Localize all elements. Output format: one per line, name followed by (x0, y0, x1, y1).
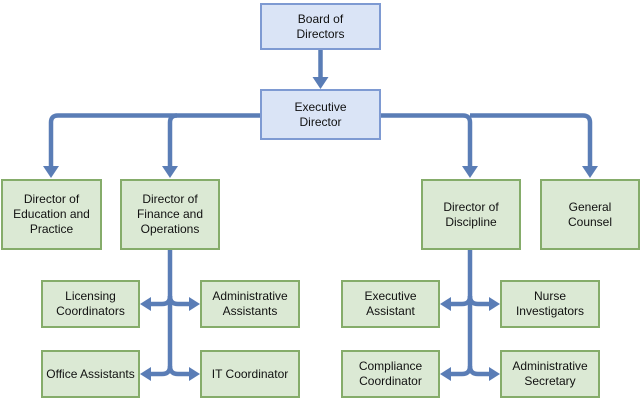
connector-line (167, 365, 189, 377)
arrowhead-left-icon (440, 367, 451, 381)
arrowhead-left-icon (140, 297, 151, 311)
connector-discipline-to-compliance (440, 365, 473, 381)
node-label: Executive Director (294, 99, 347, 129)
node-office-assistants: Office Assistants (41, 350, 140, 398)
arrowhead-right-icon (489, 367, 500, 381)
connector-line (451, 295, 473, 307)
node-label: Director of Education and Practice (13, 192, 90, 236)
node-label: Director of Finance and Operations (136, 192, 204, 236)
connector-discipline-to-executive-assistant (440, 295, 473, 311)
node-it-coordinator: IT Coordinator (200, 350, 300, 398)
connector-board-to-executive (312, 50, 329, 89)
connector-line (151, 365, 173, 377)
connector-line (451, 365, 473, 377)
connector-line (167, 113, 178, 167)
arrowhead-left-icon (140, 367, 151, 381)
connector-executive-to-general-counsel (470, 113, 598, 178)
node-licensing-coordinators: Licensing Coordinators (41, 280, 140, 328)
node-label: Licensing Coordinators (56, 289, 125, 318)
connector-executive-to-discipline (380, 113, 478, 178)
node-administrative-assistants: Administrative Assistants (200, 280, 300, 328)
node-nurse-investigators: Nurse Investigators (500, 280, 600, 328)
node-label: Administrative Secretary (512, 359, 588, 388)
connector-executive-to-education (43, 113, 261, 178)
node-board-of-directors: Board of Directors (260, 3, 381, 50)
connector-discipline-to-nurse-investigators (467, 295, 500, 311)
node-administrative-secretary: Administrative Secretary (500, 350, 600, 398)
arrowhead-down-icon (312, 77, 329, 89)
node-executive-assistant: Executive Assistant (341, 280, 440, 328)
node-director-finance-operations: Director of Finance and Operations (120, 179, 220, 250)
connector-line (467, 365, 489, 377)
node-label: Board of Directors (296, 11, 345, 41)
arrowhead-right-icon (489, 297, 500, 311)
node-label: Administrative Assistants (212, 289, 288, 318)
node-label: IT Coordinator (211, 366, 289, 381)
node-label: Nurse Investigators (515, 289, 585, 318)
node-general-counsel: General Counsel (540, 179, 640, 250)
connector-line (467, 295, 489, 307)
connector-line (167, 295, 189, 307)
connector-discipline-to-admin-secretary (467, 365, 500, 381)
node-label: General Counsel (567, 199, 613, 229)
node-director-discipline: Director of Discipline (421, 179, 521, 250)
arrowhead-left-icon (440, 297, 451, 311)
connector-line (470, 113, 593, 167)
arrowhead-right-icon (189, 367, 200, 381)
connector-finance-to-licensing (140, 295, 173, 311)
connector-line (48, 113, 261, 167)
node-executive-director: Executive Director (260, 89, 381, 140)
node-label: Executive Assistant (364, 289, 417, 318)
node-director-education-practice: Director of Education and Practice (1, 179, 102, 250)
connector-line (380, 113, 473, 167)
node-label: Director of Discipline (443, 199, 499, 229)
arrowhead-down-icon (462, 166, 478, 178)
node-compliance-coordinator: Compliance Coordinator (341, 350, 440, 398)
arrowhead-down-icon (43, 166, 59, 178)
arrowhead-down-icon (162, 166, 178, 178)
node-label: Office Assistants (46, 366, 135, 381)
connector-executive-to-finance (162, 113, 178, 178)
connector-finance-to-office-assistants (140, 365, 173, 381)
connector-finance-to-it-coordinator (167, 365, 200, 381)
arrowhead-down-icon (582, 166, 598, 178)
arrowhead-right-icon (189, 297, 200, 311)
node-label: Compliance Coordinator (358, 359, 423, 388)
connector-line (151, 295, 173, 307)
connector-finance-to-admin-assistants (167, 295, 200, 311)
